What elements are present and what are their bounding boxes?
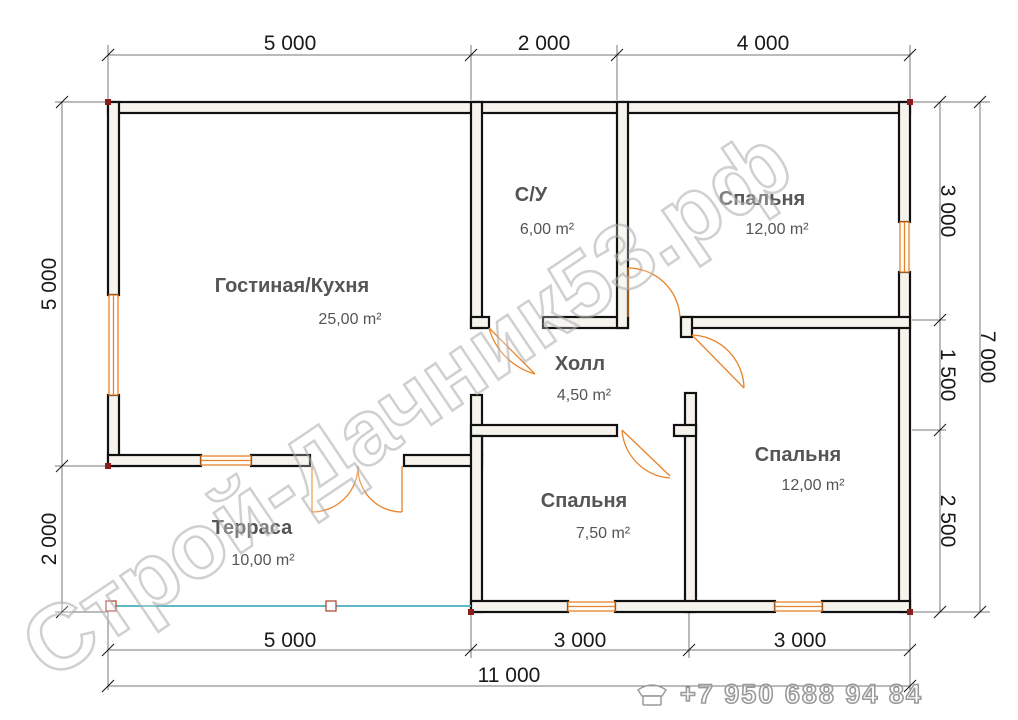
room-bath-name: С/У: [515, 184, 548, 206]
dim-bottom-3: 3 000: [774, 629, 827, 652]
walls: [106, 100, 912, 614]
terrace-railing: [105, 600, 471, 612]
dim-top-1: 5 000: [264, 32, 317, 55]
dim-bottom-2: 3 000: [554, 629, 607, 652]
room-bedroom-small-name: Спальня: [541, 490, 627, 512]
room-bedroom-right-area: 12,00 m²: [781, 477, 845, 494]
room-terrace-name: Терраса: [212, 517, 293, 539]
room-bedroom-right-name: Спальня: [755, 444, 841, 466]
room-living-area: 25,00 m²: [318, 311, 382, 328]
dim-bottom-1: 5 000: [264, 629, 317, 652]
room-living-name: Гостиная/Кухня: [215, 275, 369, 297]
dim-right-total: 7 000: [976, 331, 999, 384]
phone-number: +7 950 688 94 84: [680, 679, 923, 709]
room-bedroom-small-area: 7,50 m²: [576, 525, 631, 542]
phone-icon: [636, 684, 668, 706]
doors: [311, 267, 745, 513]
dim-right-1: 3 000: [936, 185, 959, 238]
dim-bottom-total: 11 000: [478, 664, 541, 687]
room-hall-area: 4,50 m²: [557, 387, 612, 404]
dim-left-1: 5 000: [38, 258, 61, 311]
dimension-lines: [55, 45, 990, 693]
dim-right-3: 2 500: [936, 495, 959, 548]
room-hall-name: Холл: [555, 353, 605, 375]
corner-markers: [105, 99, 913, 615]
dim-top-2: 2 000: [518, 32, 571, 55]
room-terrace-area: 10,00 m²: [231, 552, 295, 569]
windows: [108, 221, 910, 612]
room-bath-area: 6,00 m²: [520, 221, 575, 238]
room-bedroom-top-area: 12,00 m²: [745, 221, 809, 238]
dim-top-3: 4 000: [737, 32, 790, 55]
dim-left-2: 2 000: [38, 513, 61, 566]
room-bedroom-top-name: Спальня: [719, 188, 805, 210]
dim-right-2: 1 500: [936, 349, 959, 402]
